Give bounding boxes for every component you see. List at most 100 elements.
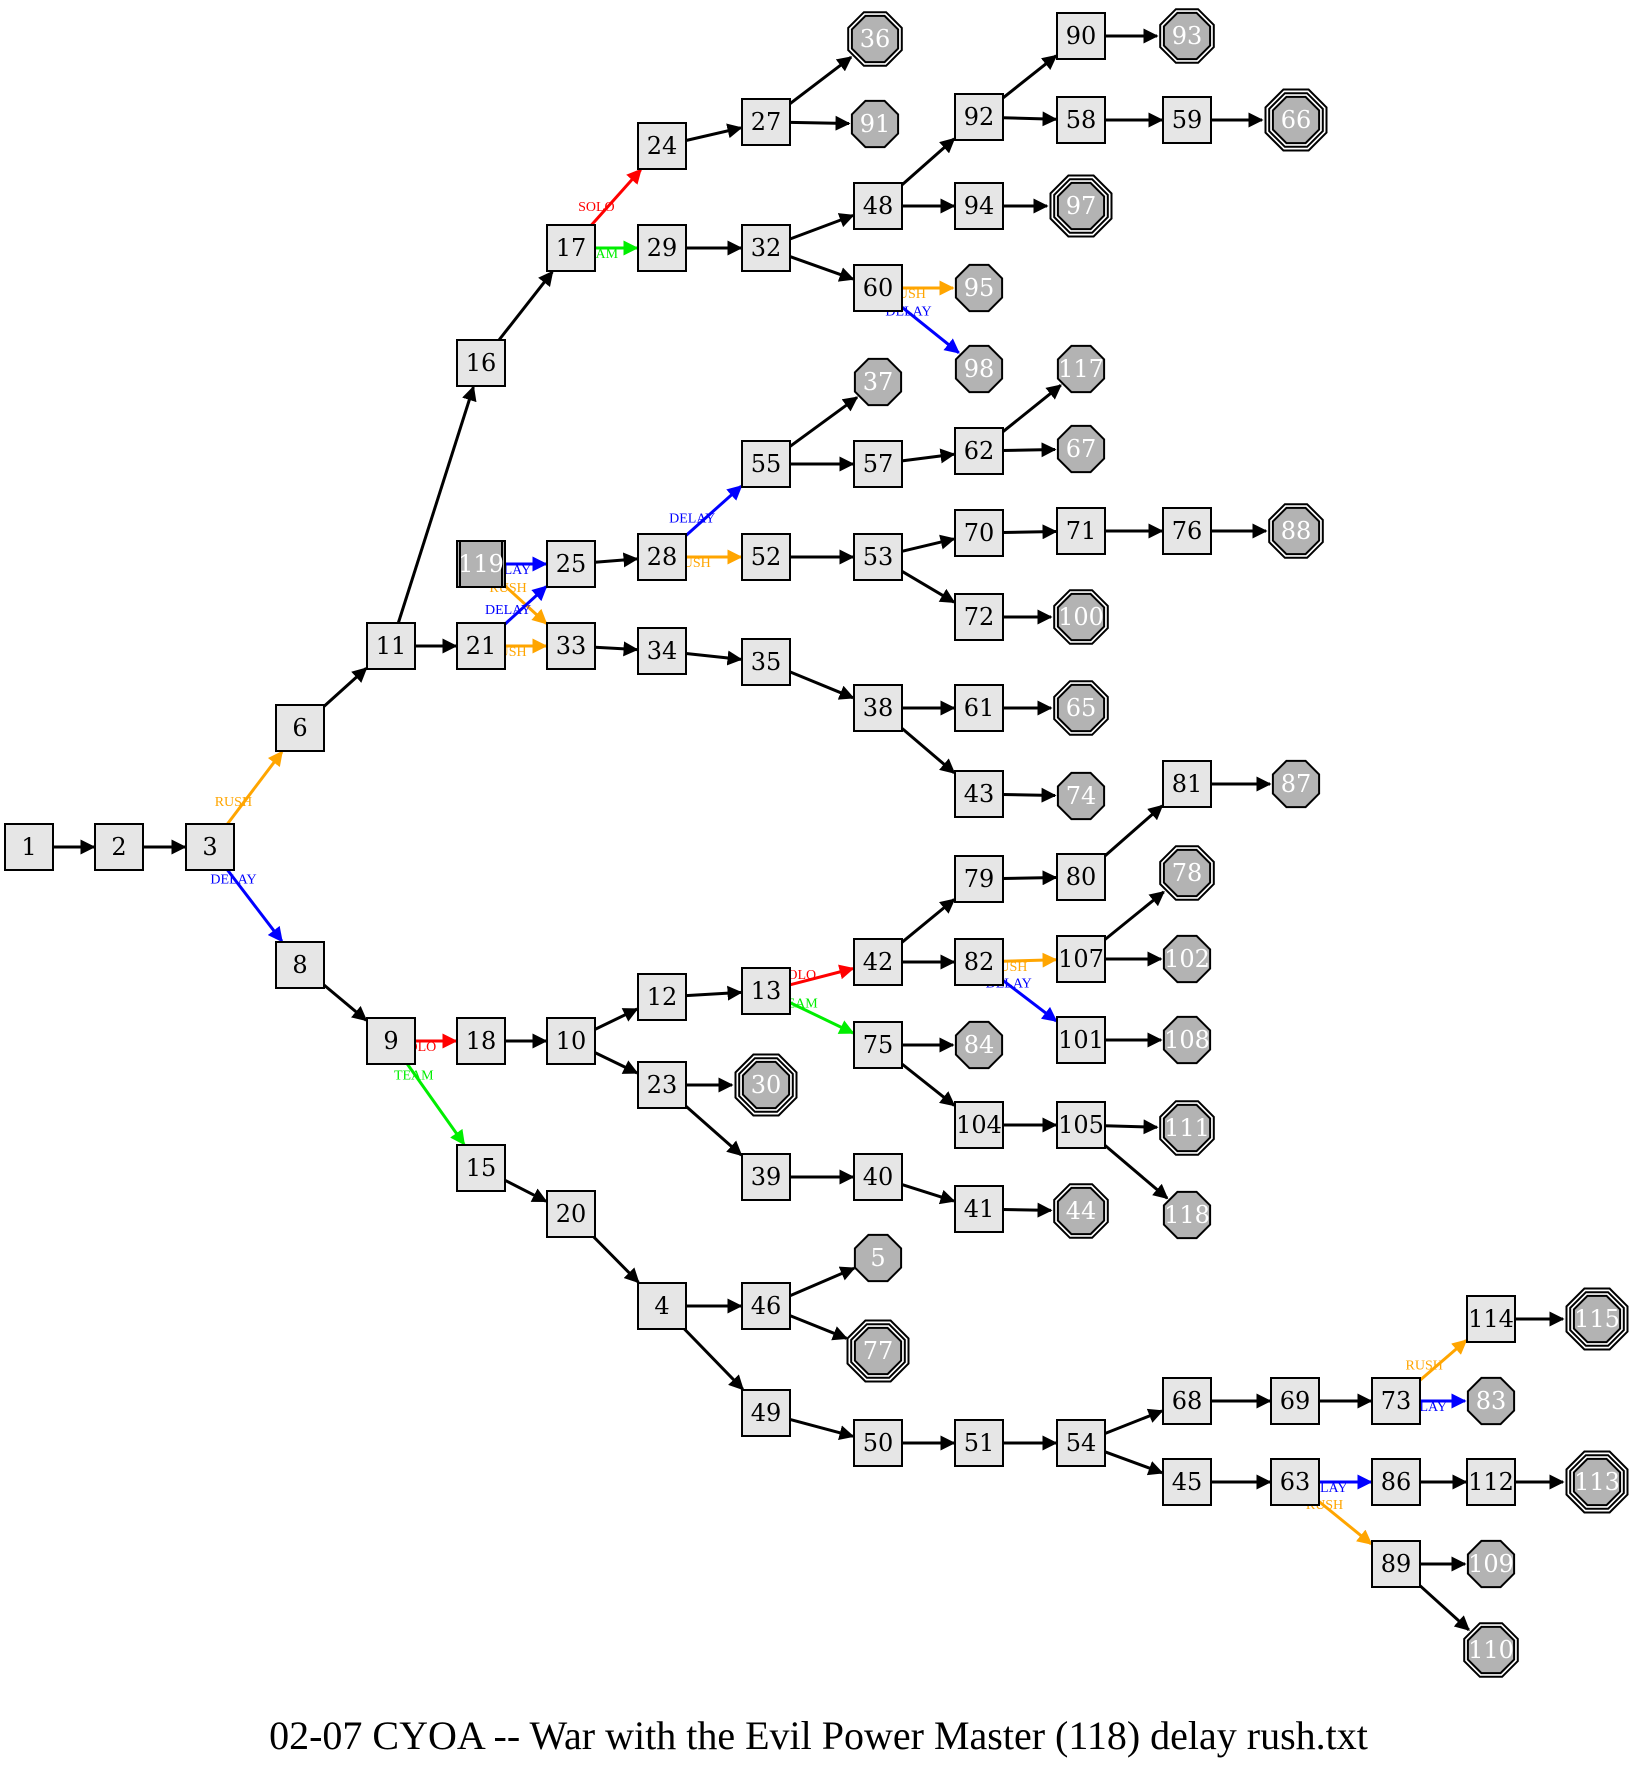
node-82: 82 xyxy=(954,938,1004,986)
edge-label-3-to-6: RUSH xyxy=(215,795,252,810)
edge-28-to-55 xyxy=(685,484,743,537)
ending-octagon xyxy=(1466,1539,1516,1589)
node-label: 78 xyxy=(1172,859,1203,887)
edge-label-17-to-24: SOLO xyxy=(578,200,615,215)
node-39: 39 xyxy=(741,1153,791,1201)
node-54: 54 xyxy=(1056,1419,1106,1467)
edge-23-to-39 xyxy=(685,1105,743,1157)
node-label: 59 xyxy=(1172,106,1203,134)
node-box xyxy=(546,540,596,588)
node-label: 108 xyxy=(1164,1026,1210,1054)
node-label: 111 xyxy=(1164,1114,1210,1142)
node-label: 82 xyxy=(964,948,995,976)
node-label: 89 xyxy=(1381,1550,1412,1578)
ending-octagon xyxy=(850,99,900,149)
node-box xyxy=(954,770,1004,818)
node-93: 93 xyxy=(1159,8,1215,64)
node-17: 17 xyxy=(546,224,596,272)
node-box xyxy=(1371,1458,1421,1506)
node-box xyxy=(741,533,791,581)
node-label: 68 xyxy=(1172,1387,1203,1415)
node-59: 59 xyxy=(1162,96,1212,144)
node-41: 41 xyxy=(954,1185,1004,1233)
node-label: 43 xyxy=(964,780,995,808)
node-label: 36 xyxy=(860,25,891,53)
node-box xyxy=(954,593,1004,641)
ending-octagon xyxy=(1162,1190,1212,1240)
edge-80-to-81 xyxy=(1104,804,1164,858)
node-box xyxy=(1162,1377,1212,1425)
node-label: 2 xyxy=(111,833,126,861)
node-label: 51 xyxy=(964,1429,995,1457)
node-box xyxy=(954,427,1004,475)
ending-octagon xyxy=(1162,848,1212,898)
node-box xyxy=(853,1021,903,1069)
node-63: 63 xyxy=(1270,1458,1320,1506)
edge-82-to-101 xyxy=(1002,979,1058,1023)
ending-octagon xyxy=(1056,344,1106,394)
node-35: 35 xyxy=(741,638,791,686)
node-box xyxy=(741,1389,791,1437)
node-38: 38 xyxy=(853,684,903,732)
node-label: 92 xyxy=(964,103,995,131)
ending-octagon xyxy=(1572,1457,1622,1507)
node-label: 76 xyxy=(1172,517,1203,545)
node-box xyxy=(1056,96,1106,144)
node-label: 10 xyxy=(556,1027,587,1055)
node-label: 119 xyxy=(458,550,504,578)
node-52: 52 xyxy=(741,533,791,581)
node-label: 3 xyxy=(202,833,217,861)
node-label: 75 xyxy=(863,1031,894,1059)
node-105: 105 xyxy=(1056,1101,1106,1149)
node-12: 12 xyxy=(637,973,687,1021)
node-box xyxy=(853,264,903,312)
node-box xyxy=(853,938,903,986)
node-72: 72 xyxy=(954,593,1004,641)
node-label: 84 xyxy=(964,1031,995,1059)
node-label: 118 xyxy=(1164,1201,1210,1229)
node-box xyxy=(456,1144,506,1192)
node-9: 9 xyxy=(366,1017,416,1065)
node-label: 67 xyxy=(1066,435,1097,463)
node-77: 77 xyxy=(846,1319,910,1383)
node-16: 16 xyxy=(456,339,506,387)
node-label: 20 xyxy=(556,1200,587,1228)
node-117: 117 xyxy=(1056,344,1106,394)
node-box xyxy=(94,823,144,871)
node-box xyxy=(366,1017,416,1065)
node-23: 23 xyxy=(637,1061,687,1109)
edge-20-to-4 xyxy=(592,1235,640,1284)
node-48: 48 xyxy=(853,182,903,230)
node-110: 110 xyxy=(1463,1622,1519,1678)
node-box xyxy=(546,224,596,272)
node-box xyxy=(853,182,903,230)
edge-48-to-92 xyxy=(901,137,956,187)
node-68: 68 xyxy=(1162,1377,1212,1425)
node-label: 60 xyxy=(863,274,894,302)
edge-16-to-17 xyxy=(497,270,554,341)
node-28: 28 xyxy=(637,533,687,581)
node-box xyxy=(185,823,235,871)
node-label: 95 xyxy=(964,274,995,302)
node-box xyxy=(1056,853,1106,901)
edge-105-to-118 xyxy=(1104,1144,1169,1200)
node-84: 84 xyxy=(954,1020,1004,1070)
edge-label-9-to-15: TEAM xyxy=(394,1069,434,1084)
node-box xyxy=(637,122,687,170)
node-label: 48 xyxy=(863,192,894,220)
node-box xyxy=(1162,507,1212,555)
node-label: 9 xyxy=(383,1027,398,1055)
node-43: 43 xyxy=(954,770,1004,818)
node-label: 69 xyxy=(1280,1387,1311,1415)
node-box xyxy=(1162,1458,1212,1506)
node-74: 74 xyxy=(1056,771,1106,821)
node-112: 112 xyxy=(1466,1458,1516,1506)
node-label: 104 xyxy=(956,1111,1002,1139)
edge-label-21-to-25: DELAY xyxy=(485,603,531,618)
node-box xyxy=(366,622,416,670)
node-107: 107 xyxy=(1056,935,1106,983)
node-label: 71 xyxy=(1066,517,1097,545)
edge-62-to-67 xyxy=(1002,442,1057,458)
node-label: 29 xyxy=(647,234,678,262)
edge-73-to-114 xyxy=(1419,1339,1468,1382)
